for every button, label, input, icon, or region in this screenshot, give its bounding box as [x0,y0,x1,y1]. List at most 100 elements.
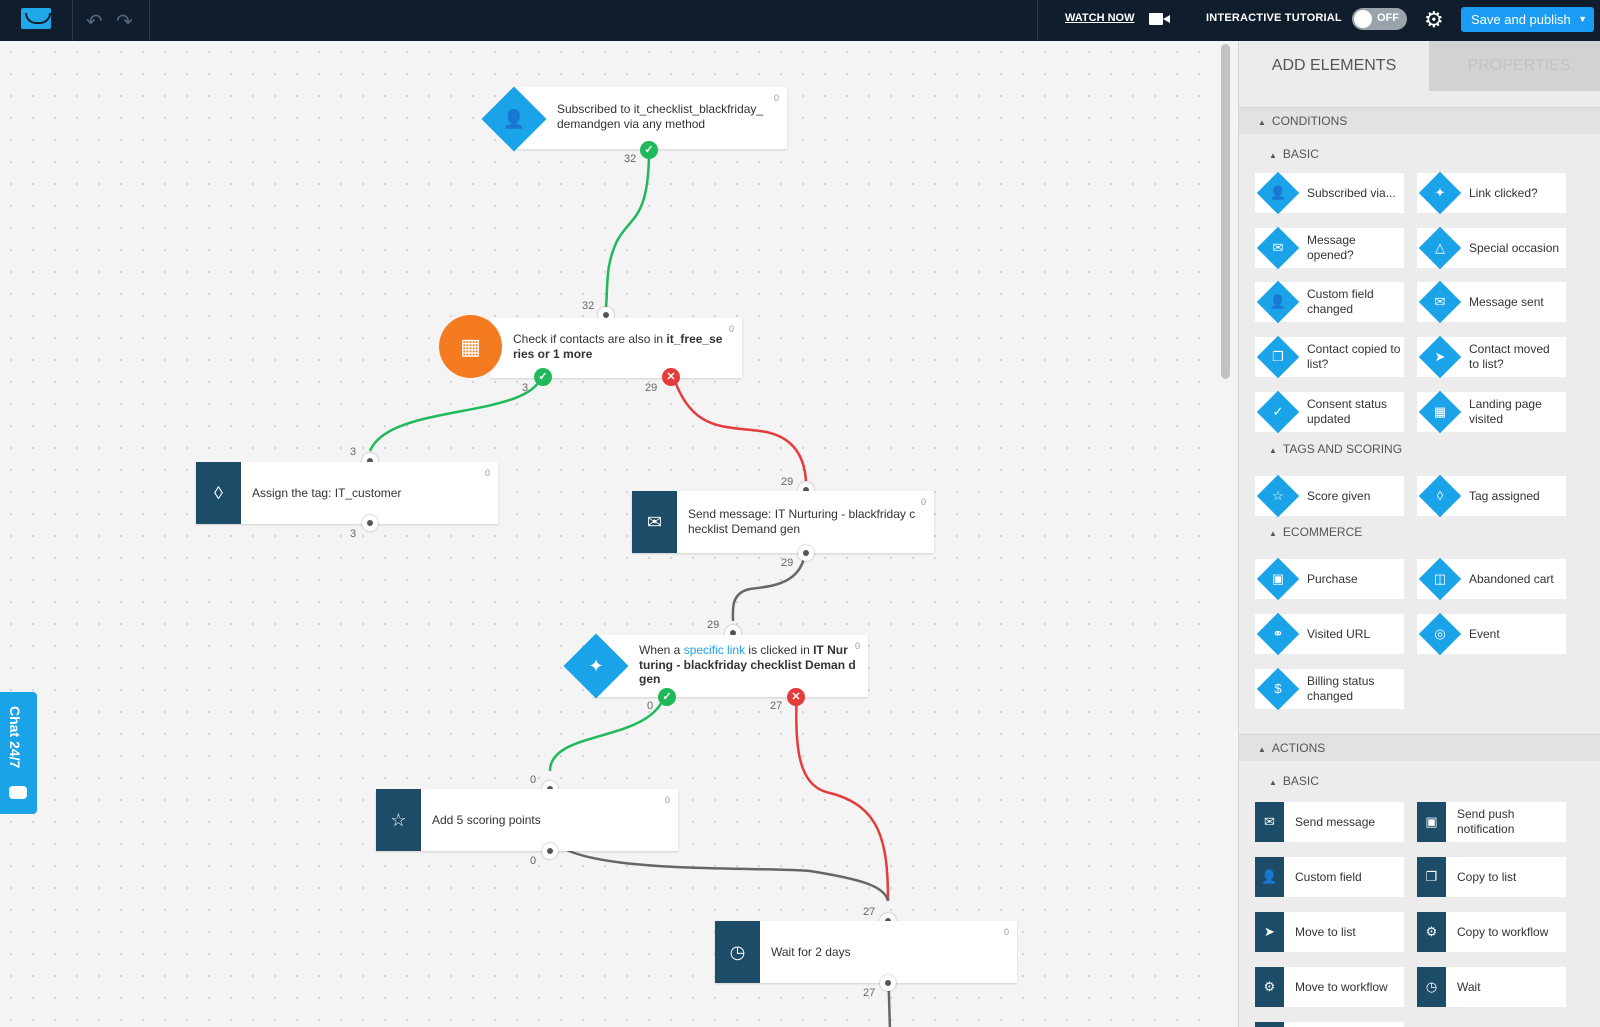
workflow-canvas[interactable] [0,41,1218,1027]
gear-icon[interactable]: ⚙ [1424,7,1444,32]
text-bold: it_free_se ries or 1 more [513,332,723,361]
toggle-state: OFF [1377,12,1399,24]
tab-properties[interactable]: PROPERTIES [1429,41,1600,91]
condition-message-sent[interactable]: ✉Message sent [1417,280,1566,324]
envelope-icon: ✉ [1255,802,1284,842]
yes-port[interactable]: ✓ [640,141,658,159]
node-link-clicked[interactable]: When a specific link is clicked in IT Nu… [592,635,868,697]
yes-port[interactable]: ✓ [658,688,676,706]
condition-abandoned-cart[interactable]: ◫Abandoned cart [1417,557,1566,601]
node-count-corner: 0 [664,795,670,805]
subsection-basic[interactable]: ▲BASIC [1239,141,1600,168]
condition-score-given[interactable]: ☆Score given [1255,474,1404,518]
section-actions[interactable]: ▲ACTIONS [1239,734,1600,761]
tag-icon: ◊ [1436,488,1444,503]
condition-special-occasion[interactable]: △Special occasion [1417,226,1566,270]
item-label: Custom field changed [1307,287,1374,316]
action-send-push[interactable]: ▣Send push notification [1417,802,1566,842]
node-assign-tag[interactable]: ◊ Assign the tag: IT_customer 0 [196,462,498,524]
section-title: CONDITIONS [1271,114,1348,128]
count-label: 27 [863,987,876,999]
save-and-publish-button[interactable]: Save and publish ▼ [1461,7,1594,32]
action-copy-to-workflow[interactable]: ⚙Copy to workflow [1417,912,1566,952]
output-port[interactable] [542,843,558,859]
action-copy-to-list[interactable]: ❐ Copy to list [1417,857,1566,897]
action-move-to-list[interactable]: ➤Move to list [1255,912,1404,952]
no-port[interactable]: ✕ [787,688,805,706]
condition-billing-status[interactable]: $Billing status changed [1255,667,1404,711]
undo-icon[interactable]: ↶ [86,11,103,33]
condition-purchase[interactable]: ▣Purchase [1255,557,1404,601]
yes-port[interactable]: ✓ [534,368,552,386]
condition-contact-copied[interactable]: ❐Contact copied to list? [1255,335,1404,379]
text-plain: When a [639,643,684,657]
node-scoring[interactable]: ☆ Add 5 scoring points 0 [376,789,678,851]
redo-icon[interactable]: ↷ [116,11,133,33]
no-port[interactable]: ✕ [662,368,680,386]
wire-default [548,832,890,902]
node-wait[interactable]: ◷ Wait for 2 days 0 [715,921,1017,983]
collapse-triangle-icon: ▲ [1258,745,1266,754]
wire-yes [604,149,651,308]
count-label: 3 [522,382,529,394]
node-send-message[interactable]: ✉ Send message: IT Nurturing - blackfrid… [632,491,934,553]
tab-add-elements[interactable]: ADD ELEMENTS [1239,41,1429,91]
item-label: Billing status changed [1307,674,1375,703]
subsection-tags-scoring[interactable]: ▲TAGS AND SCORING [1239,436,1600,463]
collapse-triangle-icon: ▲ [1258,118,1266,127]
condition-custom-field-changed[interactable]: 👤Custom field changed [1255,280,1404,324]
wire-no [669,369,808,482]
condition-consent-status[interactable]: ✓Consent status updated [1255,390,1404,434]
canvas-scrollbar[interactable] [1221,44,1230,379]
target-icon: ◎ [1434,626,1446,641]
condition-message-opened[interactable]: ✉Message opened? [1255,226,1404,270]
count-label: 29 [645,382,658,394]
condition-subscribed-via[interactable]: 👤Subscribed via... [1255,171,1404,215]
item-label: Abandoned cart [1469,571,1554,586]
specific-link[interactable]: specific link [683,643,746,657]
subsection-ecommerce[interactable]: ▲ECOMMERCE [1239,519,1600,546]
caret-down-icon[interactable]: ▼ [1578,14,1587,24]
action-wait[interactable]: ◷Wait [1417,967,1566,1007]
node-check-contacts[interactable]: Check if contacts are also in it_free_se… [490,318,742,378]
tutorial-toggle[interactable]: OFF [1352,8,1407,30]
condition-link-clicked[interactable]: ✦Link clicked? [1417,171,1566,215]
output-port[interactable] [798,545,814,561]
item-label: Contact copied to list? [1307,342,1401,371]
subsection-actions-basic[interactable]: ▲BASIC [1239,768,1600,795]
action-move-to-workflow[interactable]: ⚙Move to workflow [1255,967,1404,1007]
item-label: Link clicked? [1469,185,1538,200]
item-label: Copy to list [1457,869,1517,884]
user-field-icon: 👤 [1255,857,1284,897]
node-text: Add 5 scoring points [432,813,541,827]
node-count-corner: 0 [854,641,860,651]
section-title: BASIC [1282,774,1319,788]
copy-icon: ❐ [1417,857,1446,897]
condition-landing-page[interactable]: ▦Landing page visited [1417,390,1566,434]
chat-bubble-icon [9,786,27,799]
item-label: Event [1469,626,1500,641]
section-conditions[interactable]: ▲ CONDITIONS [1239,107,1600,134]
action-next[interactable] [1255,1022,1404,1027]
condition-contact-moved[interactable]: ➤Contact moved to list? [1417,335,1566,379]
video-camera-icon[interactable] [1149,13,1170,25]
condition-visited-url[interactable]: ⚭Visited URL [1255,612,1404,656]
elements-panel: ADD ELEMENTS PROPERTIES ▲CONDITIONS ▲BAS… [1238,41,1600,1027]
action-custom-field[interactable]: 👤Custom field [1255,857,1404,897]
watch-now-link[interactable]: WATCH NOW [1065,12,1135,24]
app-logo[interactable] [0,0,73,41]
section-title: TAGS AND SCORING [1282,442,1403,456]
action-send-message[interactable]: ✉Send message [1255,802,1404,842]
node-text: When a specific link is clicked in IT Nu… [639,643,857,687]
condition-event[interactable]: ◎ Event [1417,612,1566,656]
output-port[interactable] [362,515,378,531]
output-port[interactable] [880,975,896,991]
node-subscribed[interactable]: Subscribed to it_checklist_blackfriday_ … [511,87,787,149]
count-label: 29 [781,476,794,488]
chat-tab[interactable]: Chat 24/7 [0,692,37,814]
item-label: Landing page visited [1469,397,1542,426]
condition-tag-assigned[interactable]: ◊Tag assigned [1417,474,1566,518]
count-label: 29 [707,619,720,631]
filter-circle[interactable]: ▦ [439,315,502,378]
push-bell-icon: ▣ [1417,802,1446,842]
